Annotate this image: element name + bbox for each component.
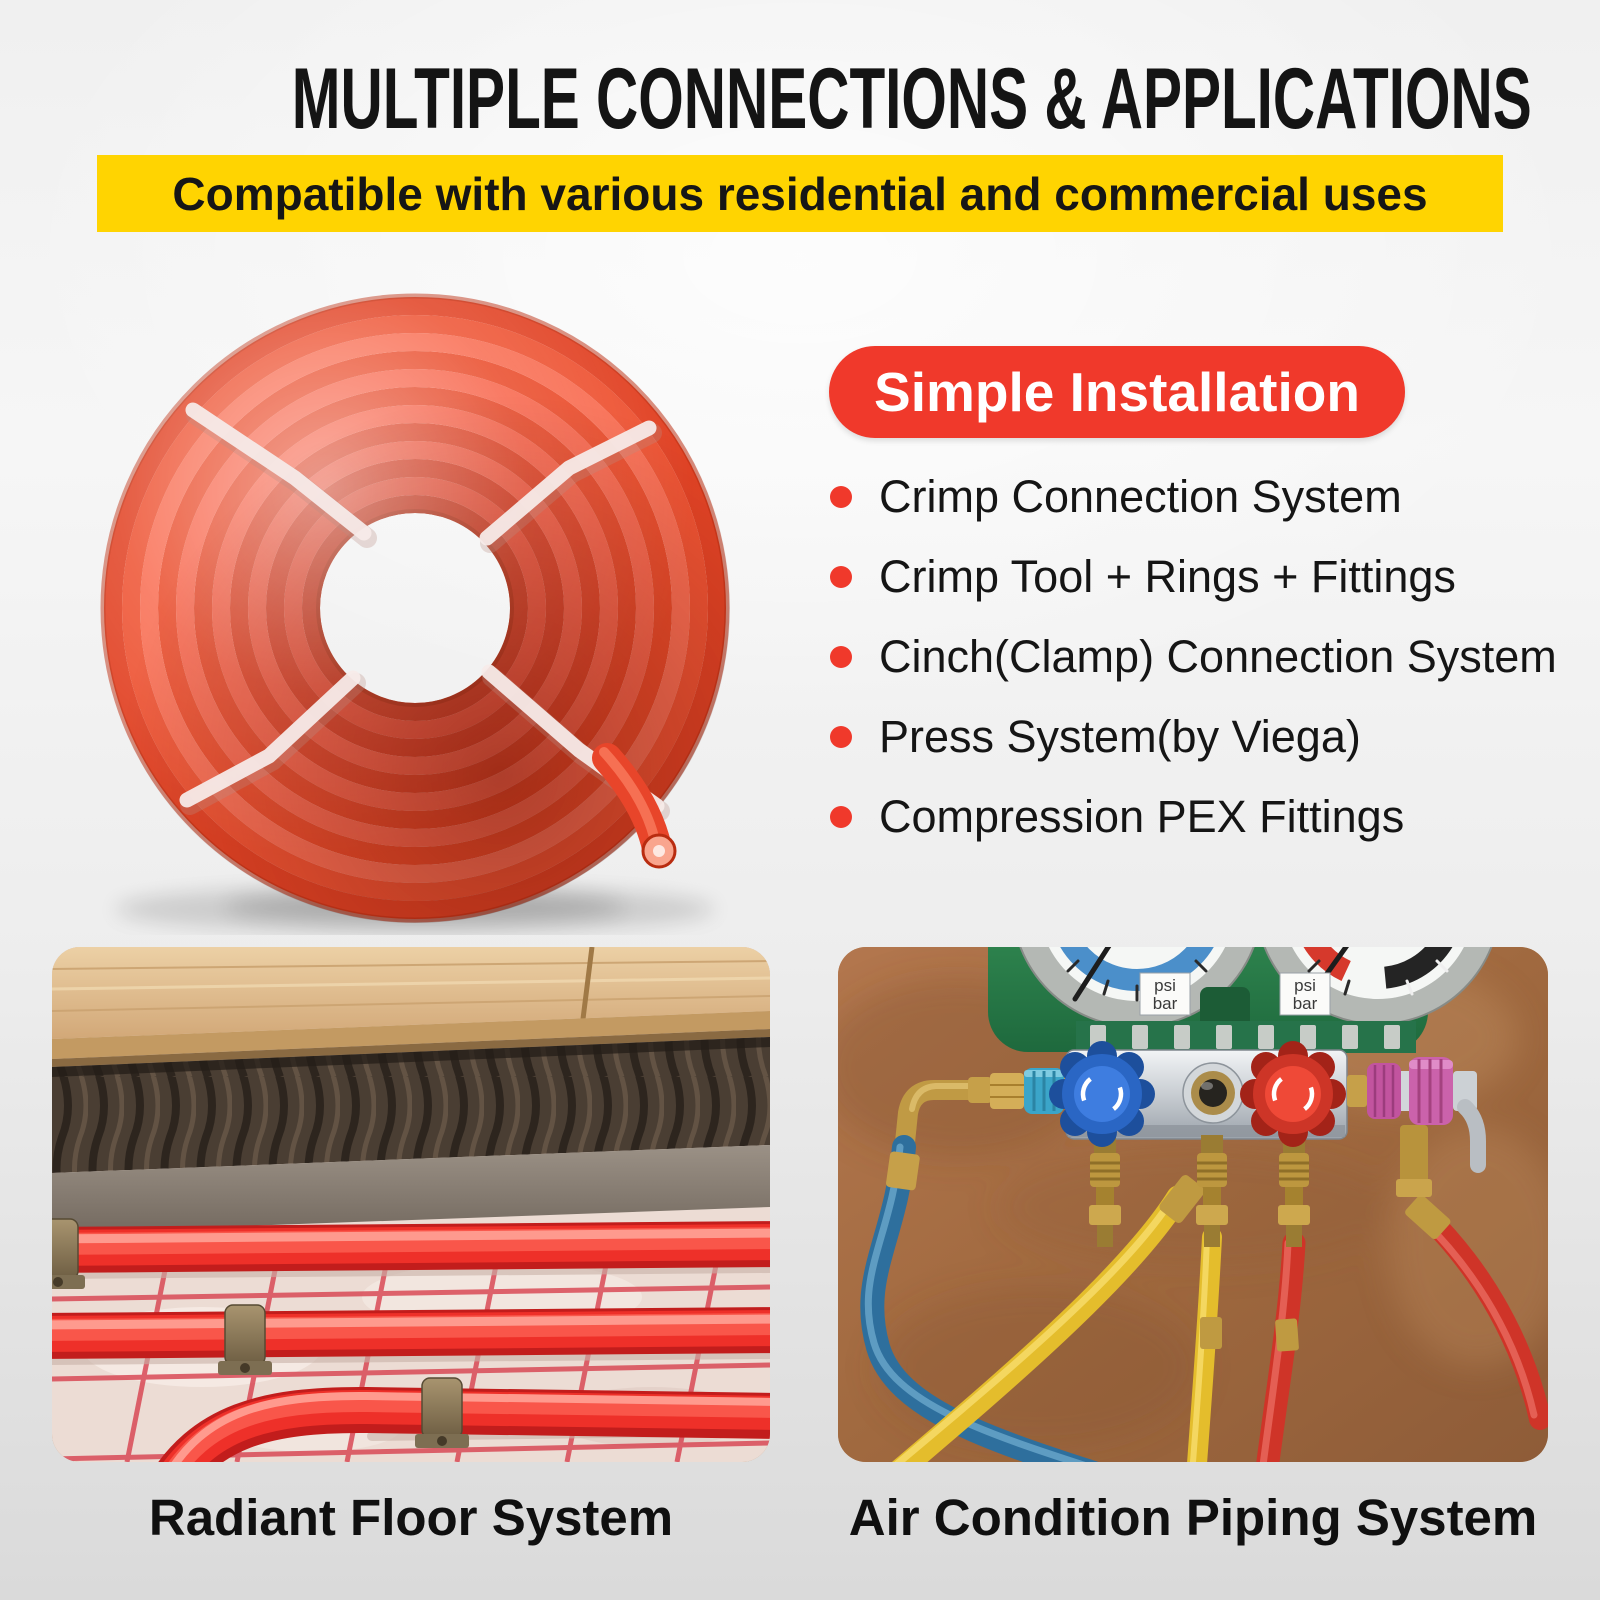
yellow-hose-diagonal bbox=[892, 1175, 1205, 1462]
feature-label: Cinch(Clamp) Connection System bbox=[879, 631, 1557, 682]
subtitle-banner: Compatible with various residential and … bbox=[97, 155, 1503, 232]
feature-label: Crimp Tool + Rings + Fittings bbox=[879, 551, 1456, 602]
feature-item: Press System(by Viega) bbox=[830, 697, 1557, 777]
red-knob bbox=[1240, 1041, 1346, 1147]
right-port-assembly bbox=[1347, 1057, 1486, 1197]
gauge-unit-psi: psi bbox=[1294, 976, 1316, 995]
service-port-fittings bbox=[1089, 1135, 1310, 1247]
bullet-dot bbox=[830, 646, 852, 668]
caption-radiant-floor: Radiant Floor System bbox=[148, 1489, 674, 1546]
gauge-unit-bar: bar bbox=[1293, 994, 1318, 1013]
feature-label: Crimp Connection System bbox=[879, 471, 1402, 522]
tile-adhesive-layer bbox=[52, 1037, 770, 1173]
blue-hose bbox=[860, 1080, 1099, 1462]
coil-straps bbox=[179, 402, 670, 821]
simple-installation-badge: Simple Installation bbox=[829, 346, 1405, 438]
feature-label: Compression PEX Fittings bbox=[879, 791, 1405, 842]
bullet-dot bbox=[830, 566, 852, 588]
feature-item: Crimp Tool + Rings + Fittings bbox=[830, 537, 1557, 617]
feature-label: Press System(by Viega) bbox=[879, 711, 1361, 762]
red-hose-right bbox=[1405, 1194, 1548, 1430]
installation-features-list: Crimp Connection System Crimp Tool + Rin… bbox=[830, 457, 1557, 857]
red-hose-center bbox=[1256, 1231, 1306, 1462]
bullet-dot bbox=[830, 806, 852, 828]
blue-knob bbox=[1049, 1041, 1155, 1147]
coil-shading bbox=[120, 395, 735, 935]
feature-item: Cinch(Clamp) Connection System bbox=[830, 617, 1557, 697]
caption-air-condition: Air Condition Piping System bbox=[848, 1489, 1538, 1546]
radiant-floor-photo bbox=[52, 947, 770, 1462]
yellow-hose-vertical bbox=[1187, 1227, 1222, 1462]
concrete-layer bbox=[52, 1145, 770, 1233]
low-pressure-gauge: psi bar bbox=[1019, 947, 1255, 1028]
tube-clips bbox=[52, 1218, 469, 1448]
feature-item: Compression PEX Fittings bbox=[830, 777, 1557, 857]
subtitle-banner-text: Compatible with various residential and … bbox=[172, 167, 1428, 220]
simple-installation-label: Simple Installation bbox=[874, 361, 1360, 423]
feature-item: Crimp Connection System bbox=[830, 457, 1557, 537]
bullet-dot bbox=[830, 726, 852, 748]
gauge-needle bbox=[1072, 947, 1112, 1002]
gauge-unit-bar: bar bbox=[1153, 994, 1178, 1013]
pex-tube-2 bbox=[52, 1307, 770, 1365]
wood-floor-layer bbox=[52, 947, 770, 1067]
green-slot-band bbox=[1076, 987, 1416, 1053]
pex-coil-image bbox=[85, 275, 735, 935]
pex-tube-1 bbox=[52, 1221, 770, 1279]
ac-manifold-photo: psi bar psi bbox=[838, 947, 1548, 1462]
sight-glass bbox=[1182, 1062, 1244, 1124]
tube-free-end bbox=[592, 743, 677, 869]
bullet-dot bbox=[830, 486, 852, 508]
page-title: MULTIPLE CONNECTIONS & APPLICATIONS bbox=[0, 51, 1600, 147]
gauge-unit-psi: psi bbox=[1154, 976, 1176, 995]
page-title-text: MULTIPLE CONNECTIONS & APPLICATIONS bbox=[291, 51, 1532, 147]
pex-tube-3-curved bbox=[158, 1386, 770, 1462]
